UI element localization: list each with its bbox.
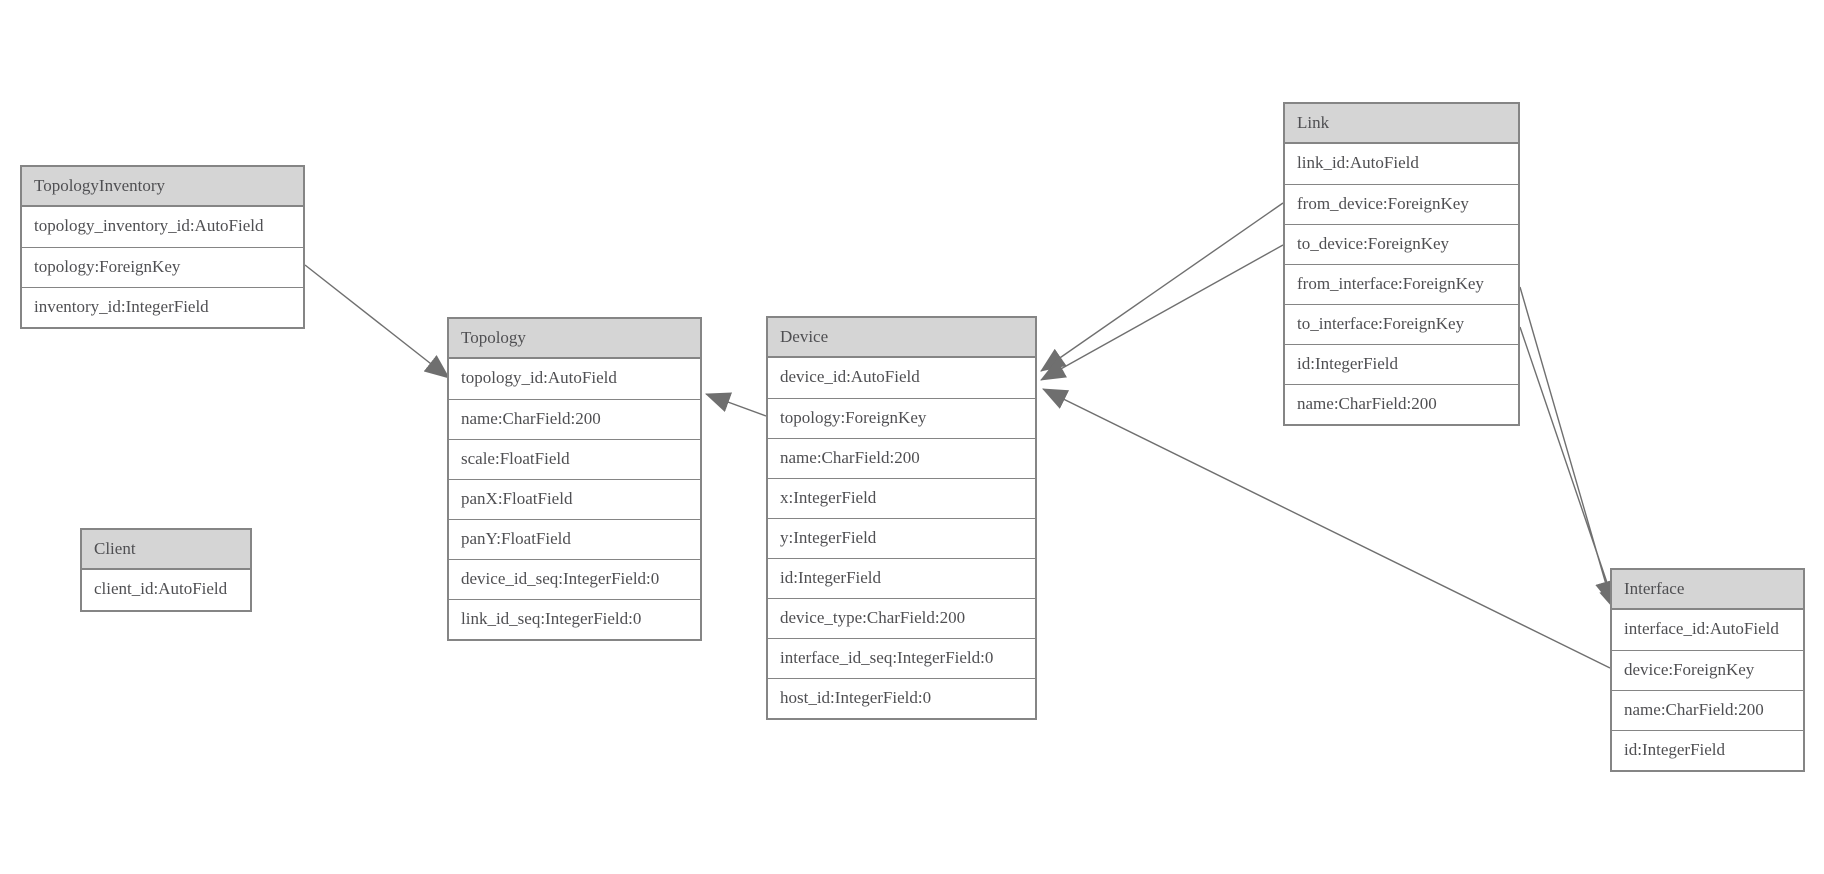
edge-link-to-device xyxy=(1040,244,1284,381)
entity-field-row: device:ForeignKey xyxy=(1612,650,1803,690)
entity-field-row: interface_id:AutoField xyxy=(1612,610,1803,650)
entity-field-row: id:IntegerField xyxy=(1285,344,1518,384)
entity-field-row: panX:FloatField xyxy=(449,479,700,519)
entity-field-row: id:IntegerField xyxy=(1612,730,1803,770)
entity-field-row: topology:ForeignKey xyxy=(22,247,303,287)
entity-field-row: y:IntegerField xyxy=(768,518,1035,558)
entity-field-row: link_id_seq:IntegerField:0 xyxy=(449,599,700,639)
entity-field-row: device_type:CharField:200 xyxy=(768,598,1035,638)
entity-field-row: topology_inventory_id:AutoField xyxy=(22,207,303,247)
entity-field-row: name:CharField:200 xyxy=(1285,384,1518,424)
edge-link-from-device xyxy=(1040,202,1284,372)
entity-field-row: from_device:ForeignKey xyxy=(1285,184,1518,224)
entity-field-row: x:IntegerField xyxy=(768,478,1035,518)
entity-field-row: to_device:ForeignKey xyxy=(1285,224,1518,264)
entity-field-row: topology_id:AutoField xyxy=(449,359,700,399)
entity-field-row: from_interface:ForeignKey xyxy=(1285,264,1518,304)
edge-link-from-interface xyxy=(1519,286,1616,607)
entity-field-row: device_id:AutoField xyxy=(768,358,1035,398)
entity-field-row: name:CharField:200 xyxy=(768,438,1035,478)
entity-field-row: interface_id_seq:IntegerField:0 xyxy=(768,638,1035,678)
entity-title-link: Link xyxy=(1285,104,1518,144)
entity-field-row: topology:ForeignKey xyxy=(768,398,1035,438)
entity-field-row: name:CharField:200 xyxy=(449,399,700,439)
entity-field-row: id:IntegerField xyxy=(768,558,1035,598)
edge-topologyinventory-topology xyxy=(304,264,450,379)
edge-interface-device xyxy=(1042,388,1611,669)
entity-field-row: link_id:AutoField xyxy=(1285,144,1518,184)
entity-field-row: host_id:IntegerField:0 xyxy=(768,678,1035,718)
entity-field-row: scale:FloatField xyxy=(449,439,700,479)
entity-title-interface: Interface xyxy=(1612,570,1803,610)
entity-title-topology: Topology xyxy=(449,319,700,359)
edge-device-topology xyxy=(705,392,767,417)
entity-field-row: name:CharField:200 xyxy=(1612,690,1803,730)
entity-field-row: device_id_seq:IntegerField:0 xyxy=(449,559,700,599)
entity-title-client: Client xyxy=(82,530,250,570)
entity-title-device: Device xyxy=(768,318,1035,358)
entity-field-row: to_interface:ForeignKey xyxy=(1285,304,1518,344)
entity-field-row: panY:FloatField xyxy=(449,519,700,559)
entity-title-topology-inventory: TopologyInventory xyxy=(22,167,303,207)
entity-field-row: inventory_id:IntegerField xyxy=(22,287,303,327)
entity-field-row: client_id:AutoField xyxy=(82,570,250,610)
edge-link-to-interface xyxy=(1519,326,1620,613)
